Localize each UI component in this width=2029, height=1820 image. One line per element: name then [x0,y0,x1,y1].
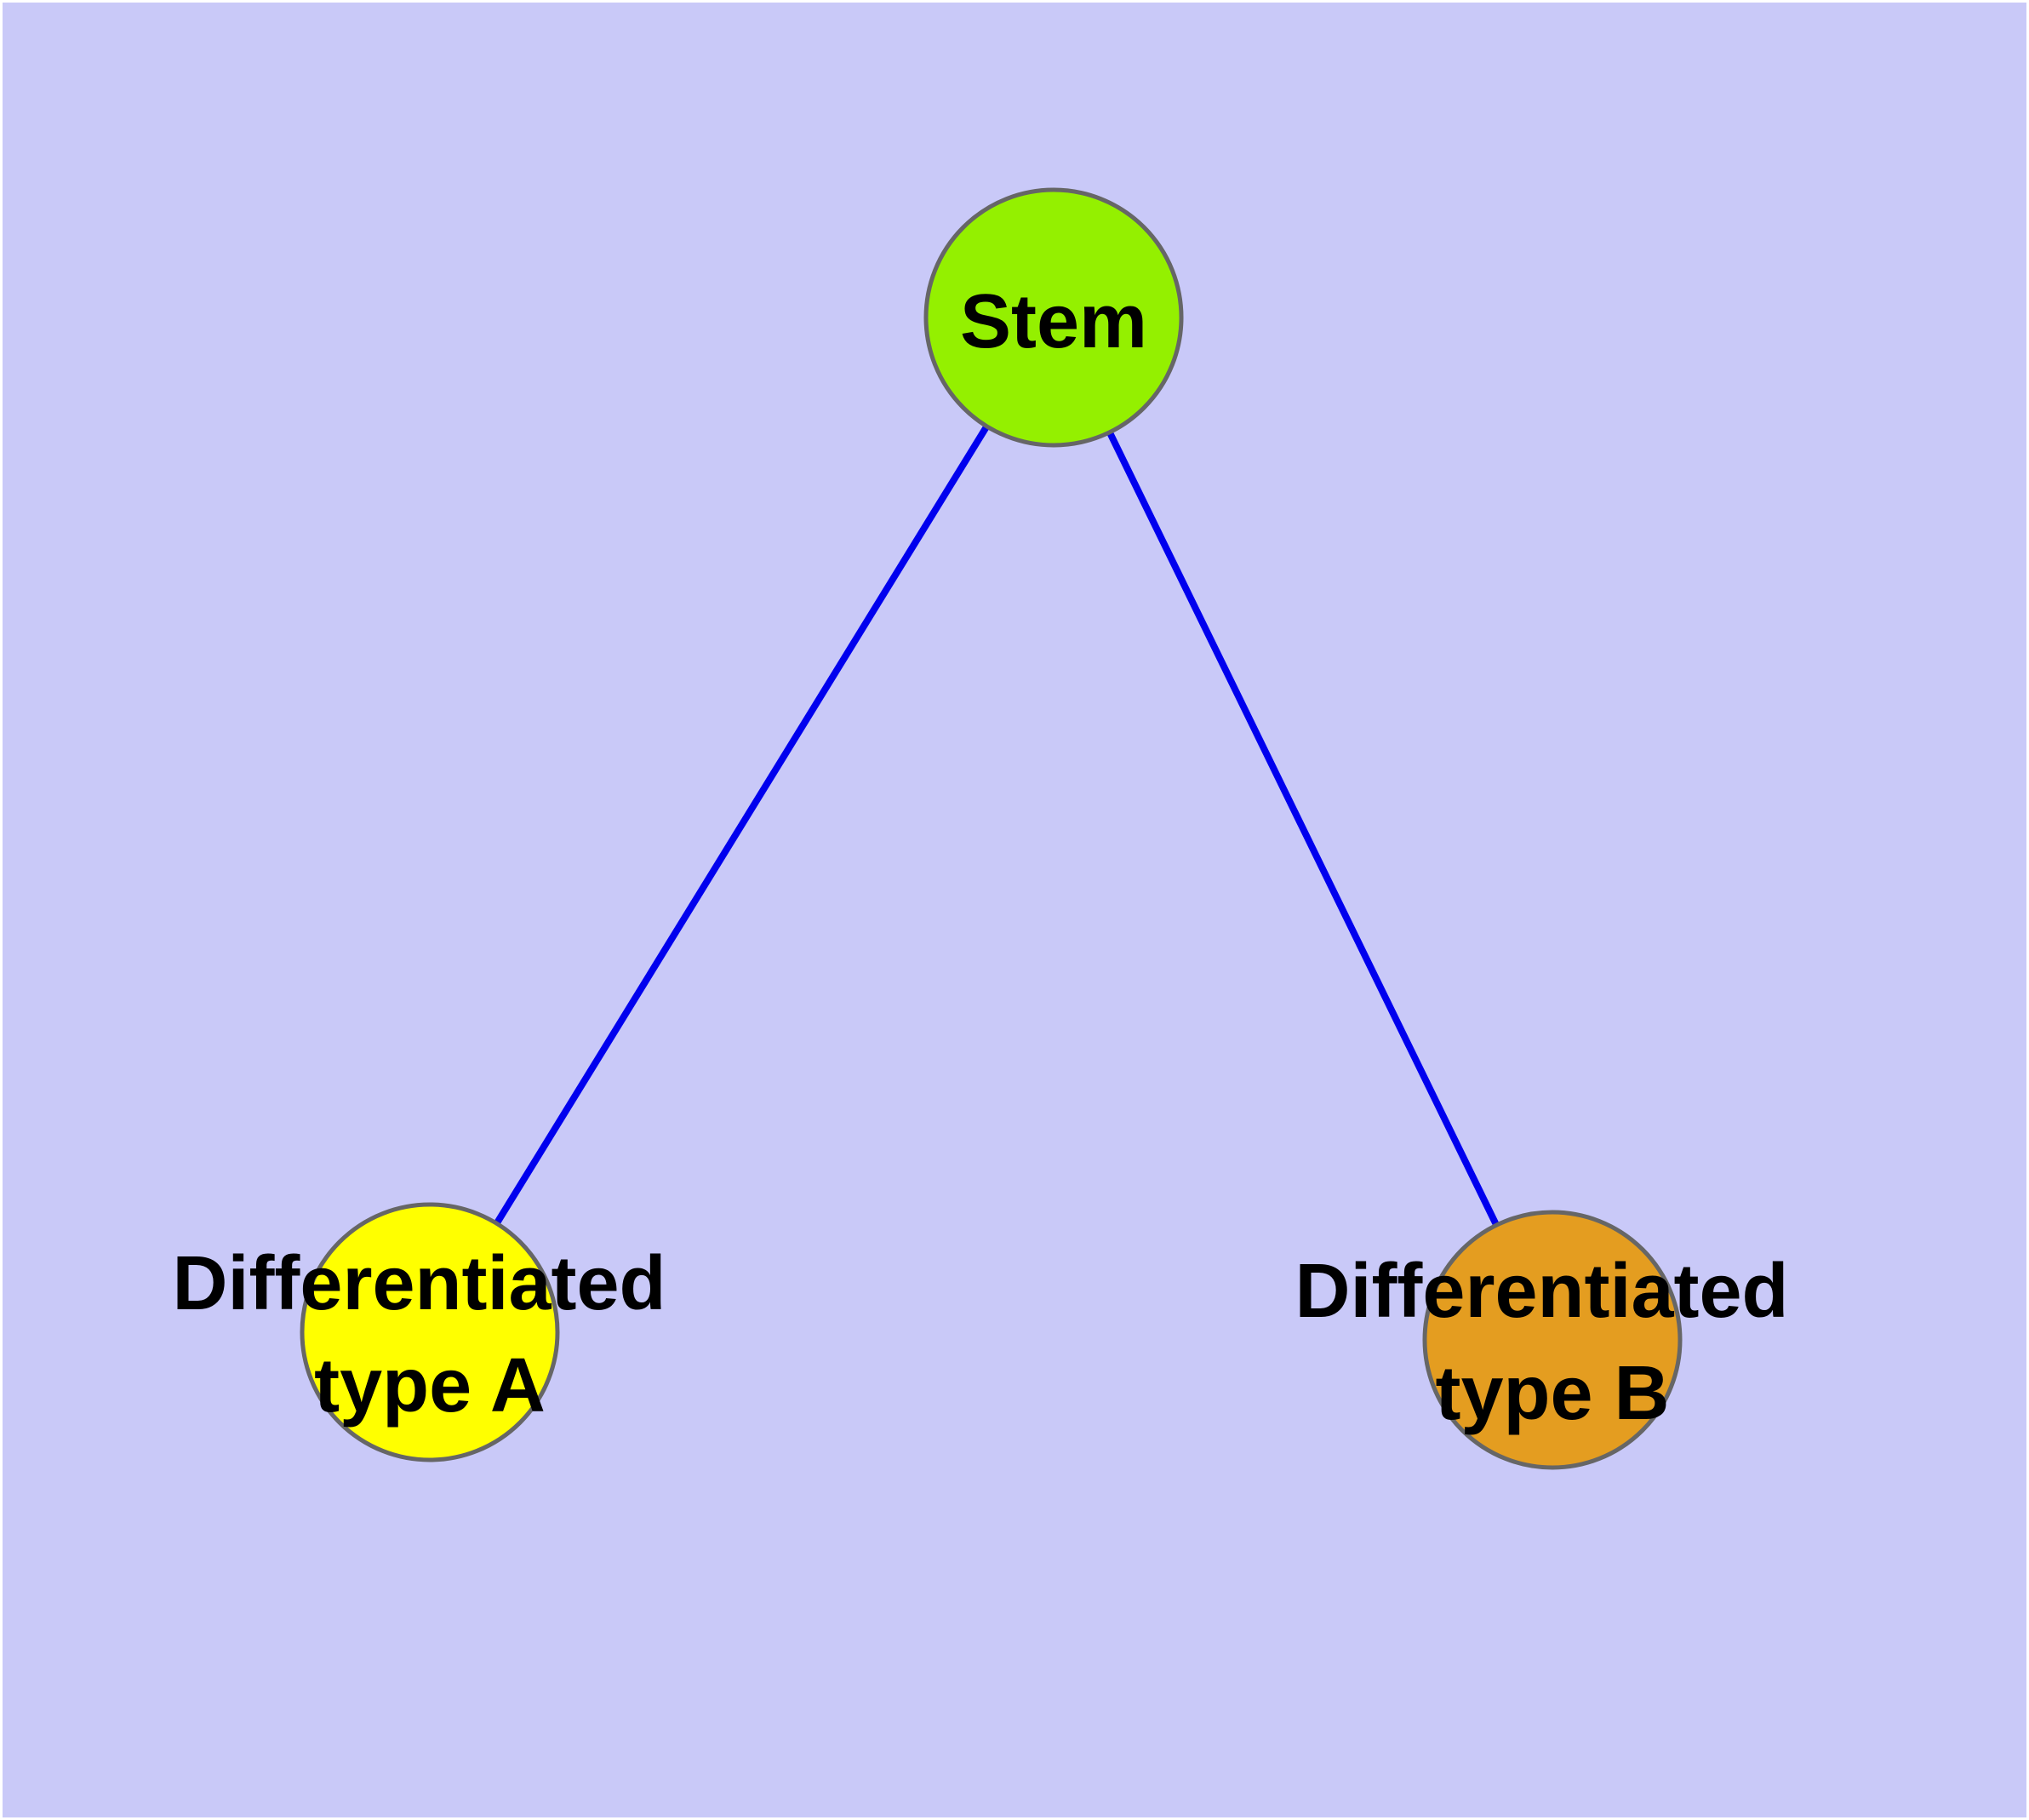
node-stem-circle [923,187,1184,448]
node-stem-label: Stem [960,279,1147,364]
node-type-a-label-line2: type A [314,1343,546,1428]
node-type-b-label-line1: Differentiated [1295,1249,1788,1334]
node-type-a-label: Differentiated type A [172,1241,687,1428]
edge-stem-to-type-a [426,315,1057,1335]
node-type-b-label: Differentiated type B [1295,1249,1809,1436]
edge-stem-to-type-b [1050,316,1556,1342]
node-type-a-circle [300,1202,560,1462]
node-type-a-label-line1: Differentiated [172,1241,666,1326]
node-type-b-circle [1422,1210,1683,1470]
node-type-b-label-line2: type B [1435,1351,1669,1436]
